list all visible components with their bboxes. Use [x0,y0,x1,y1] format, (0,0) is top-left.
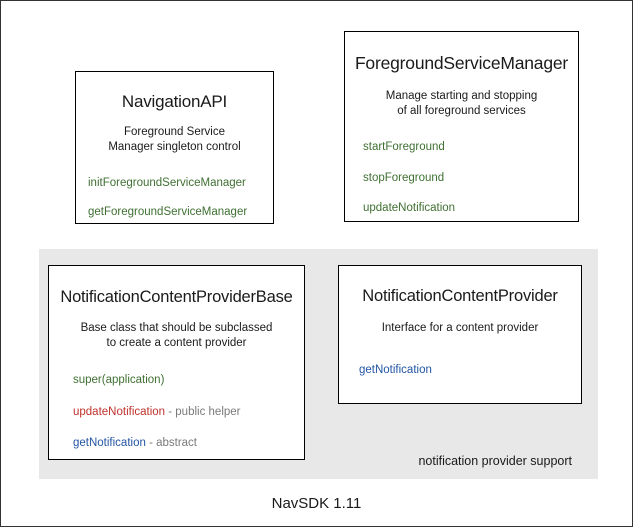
method-name: updateNotification [73,405,166,418]
method-list-navigation-api: initForegroundServiceManager getForegrou… [76,178,273,218]
class-box-navigation-api: NavigationAPI Foreground Service Manager… [75,71,274,224]
class-title-foreground-service-manager: ForegroundServiceManager [354,53,569,73]
class-description-line: Manage starting and stopping [385,90,538,102]
class-description-notification-content-provider-base: Base class that should be subclassed to … [49,321,304,351]
method-item: startForeground [363,142,578,154]
method-item: initForegroundServiceManager [88,178,273,190]
class-box-notification-content-provider-base: NotificationContentProviderBase Base cla… [48,265,305,460]
method-note: - abstract [145,437,198,450]
class-description-line: to create a content provider [106,337,247,350]
method-name: updateNotification [363,202,456,215]
method-name: getForegroundServiceManager [88,205,248,218]
class-box-notification-content-provider: NotificationContentProvider Interface fo… [338,265,582,404]
method-item: getForegroundServiceManager [88,205,273,219]
class-box-foreground-service-manager: ForegroundServiceManager Manage starting… [344,31,579,222]
class-title-notification-content-provider: NotificationContentProvider [362,287,558,305]
class-description-navigation-api: Foreground Service Manager singleton con… [76,125,273,155]
method-list-foreground-service-manager: startForeground stopForeground updateNot… [345,142,578,215]
method-note: - public helper [165,405,241,418]
method-name: stopForeground [363,171,445,184]
method-name: initForegroundServiceManager [88,177,246,190]
class-description-line: of all foreground services [397,105,526,118]
method-list-notification-content-provider-base: super(application) updateNotification - … [49,375,304,450]
method-item: updateNotification [363,203,578,215]
method-name: super(application) [73,374,165,387]
method-item: super(application) [73,375,304,387]
group-label-notification-provider-support: notification provider support [418,454,572,468]
method-item: getNotification [359,364,581,377]
class-description-notification-content-provider: Interface for a content provider [339,321,581,336]
method-item: getNotification - abstract [73,438,304,450]
method-name: startForeground [363,141,445,154]
method-item: stopForeground [363,171,578,185]
diagram-caption: NavSDK 1.11 [271,495,362,512]
class-description-line: Interface for a content provider [381,322,539,334]
class-description-foreground-service-manager: Manage starting and stopping of all fore… [345,89,578,119]
method-name: getNotification [73,437,146,450]
class-title-navigation-api: NavigationAPI [121,92,228,111]
class-description-line: Base class that should be subclassed [80,322,273,334]
class-description-line: Manager singleton control [108,141,241,154]
class-title-notification-content-provider-base: NotificationContentProviderBase [60,288,293,306]
class-description-line: Foreground Service [124,126,225,138]
method-name: getNotification [359,364,432,377]
method-list-notification-content-provider: getNotification [339,364,581,377]
method-item: updateNotification - public helper [73,405,304,419]
